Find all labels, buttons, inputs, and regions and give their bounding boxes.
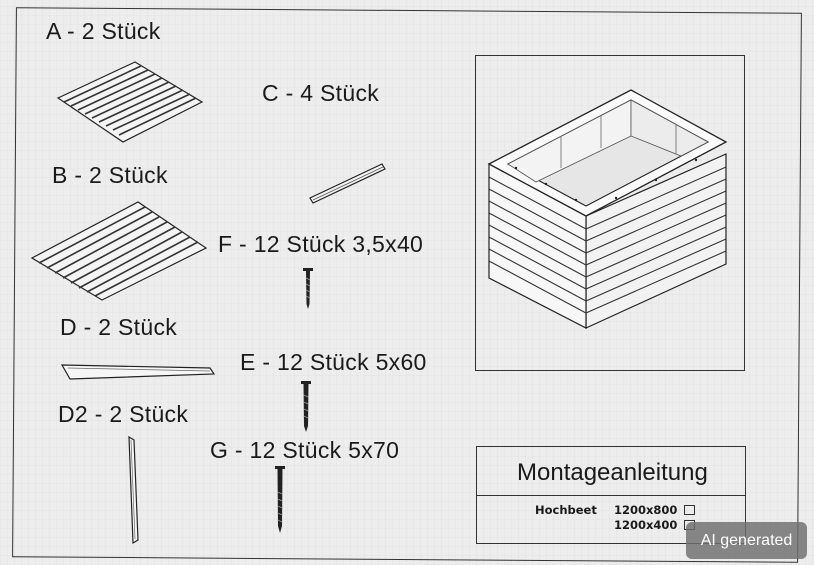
part-a-panel-drawing	[56, 61, 204, 143]
product-name: Hochbeet	[535, 503, 597, 517]
ai-generated-badge: AI generated	[686, 522, 807, 559]
part-d-bar-drawing	[60, 364, 216, 380]
document-title: Montageanleitung	[517, 459, 708, 486]
part-d2-label: D2 - 2 Stück	[58, 401, 189, 427]
assembled-render-frame	[475, 55, 745, 371]
size-option-label: 1200x400	[614, 518, 678, 532]
title-block-divider	[477, 495, 745, 496]
part-b-label: B - 2 Stück	[52, 162, 168, 188]
part-f-screw-drawing	[303, 268, 313, 309]
part-e-label: E - 12 Stück 5x60	[240, 349, 427, 375]
size-option-1200x800: 1200x800	[614, 503, 696, 517]
part-e-screw-drawing	[301, 381, 311, 432]
checkbox-empty-icon	[684, 505, 696, 515]
part-c-rail-drawing	[309, 163, 386, 204]
part-g-screw-drawing	[275, 466, 285, 533]
size-option-label: 1200x800	[614, 503, 678, 517]
title-block: Montageanleitung Hochbeet 1200x800 1200x…	[476, 446, 746, 544]
size-option-1200x400: 1200x400	[614, 518, 696, 532]
part-d2-bar-drawing	[128, 435, 139, 545]
part-d-label: D - 2 Stück	[60, 314, 178, 340]
part-c-label: C - 4 Stück	[262, 80, 380, 106]
part-f-label: F - 12 Stück 3,5x40	[218, 231, 424, 257]
part-a-label: A - 2 Stück	[46, 18, 161, 44]
part-g-label: G - 12 Stück 5x70	[210, 437, 400, 463]
assembled-raised-bed-drawing	[487, 89, 728, 329]
part-b-panel-drawing	[30, 201, 208, 301]
